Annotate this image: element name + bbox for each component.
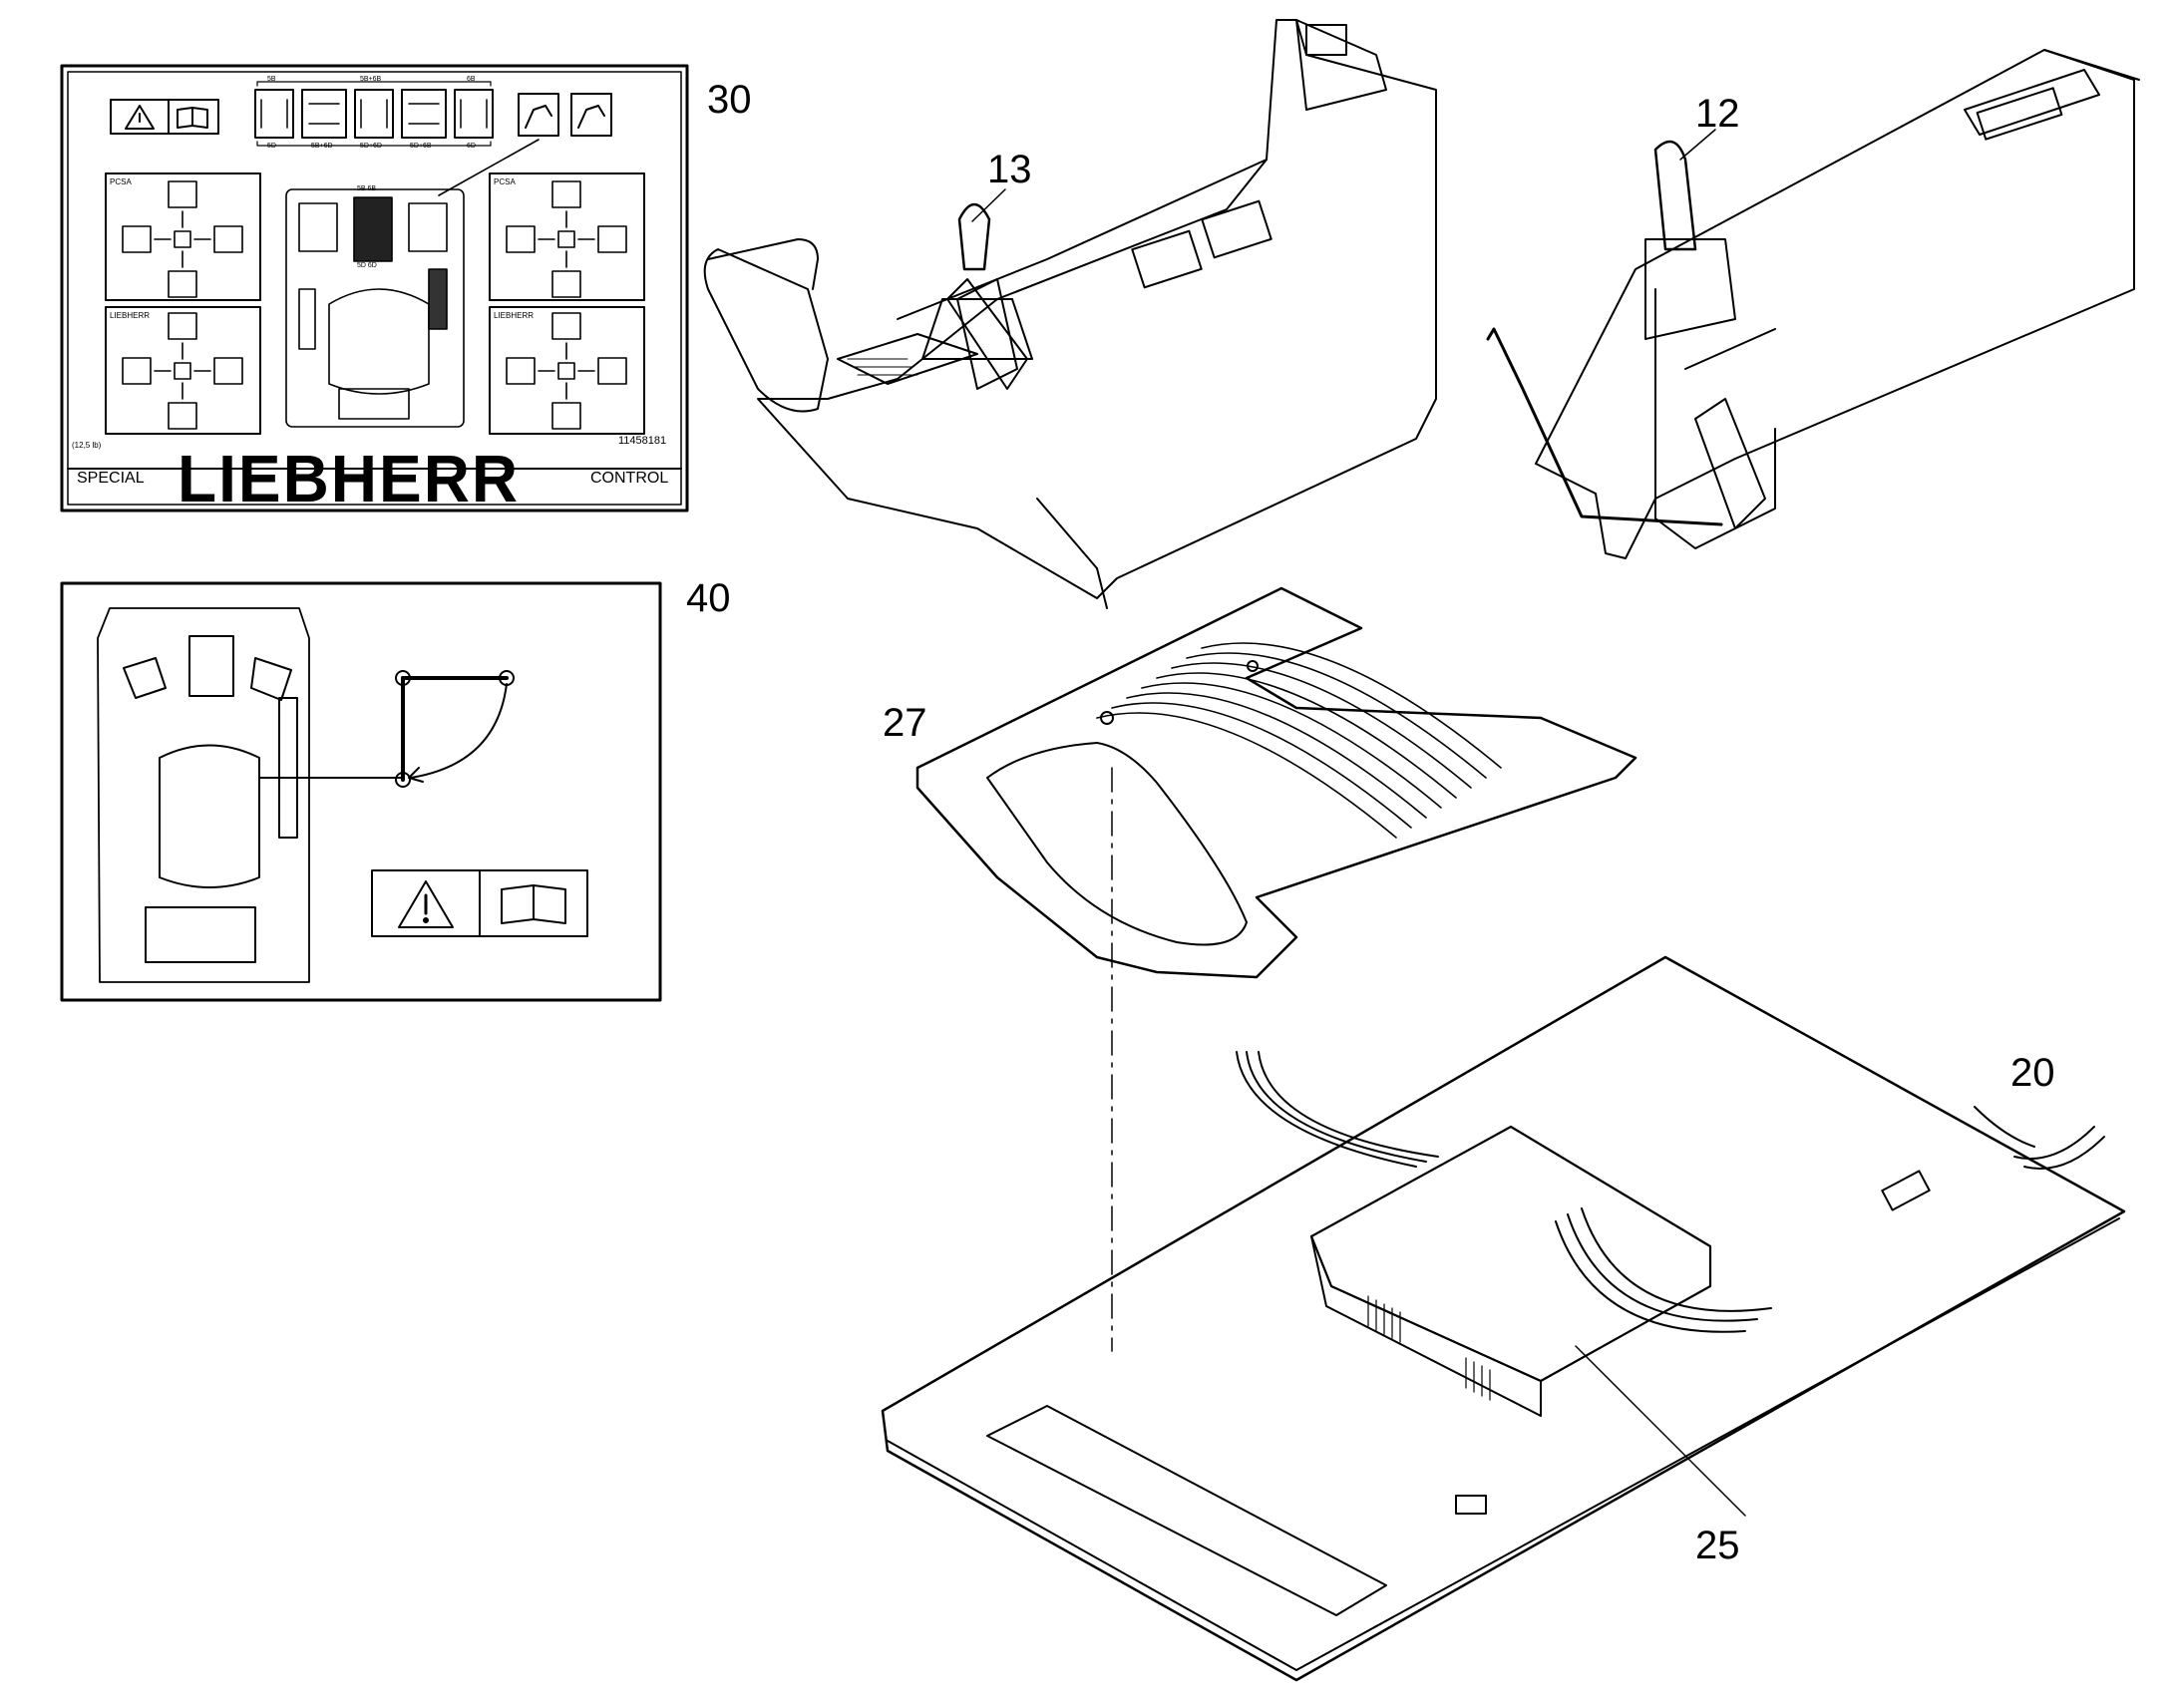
floor-mat-27 xyxy=(915,586,1637,979)
manual-book-icon xyxy=(168,99,219,135)
vent-slots xyxy=(1367,1295,1491,1401)
manual-book-icon xyxy=(479,869,588,937)
callout-25: 25 xyxy=(1695,1524,1740,1567)
liebherr-logo: LIEBHERR xyxy=(178,441,521,516)
right-console-12 xyxy=(1486,49,2140,559)
seat-label-bottom: 5D 6D xyxy=(357,262,377,269)
callout-12: 12 xyxy=(1695,92,1740,136)
size-note: (12,5 lb) xyxy=(72,441,102,450)
pattern-label-bottom-4: 6D xyxy=(467,143,476,150)
panel-label-liebherr-right: LIEBHERR xyxy=(494,311,535,320)
callout-20: 20 xyxy=(2010,1051,2055,1095)
cab-plan-view xyxy=(285,139,540,428)
joystick-pattern-diagrams xyxy=(122,180,627,430)
decal-40 xyxy=(60,581,662,1002)
warning-triangle-icon xyxy=(371,869,481,937)
grill-pattern xyxy=(847,358,918,376)
hoses xyxy=(1236,1051,2105,1333)
pattern-label-top-2: 6B xyxy=(467,76,476,83)
warning-triangle-icon xyxy=(110,99,170,135)
excavator-icon xyxy=(518,93,612,137)
control-pattern-strip xyxy=(254,81,494,147)
control-label: CONTROL xyxy=(590,470,669,487)
pattern-label-top-0: 5B xyxy=(267,76,276,83)
pattern-label-bottom-3: 5D+6B xyxy=(410,143,432,150)
callout-13: 13 xyxy=(987,148,1032,191)
panel-label-pcsa-right: PCSA xyxy=(494,177,516,186)
panel-label-liebherr-left: LIEBHERR xyxy=(110,311,151,320)
part-number: 11458181 xyxy=(618,435,667,447)
callout-27: 27 xyxy=(883,701,927,745)
pattern-label-bottom-2: 5D+6D xyxy=(360,143,382,150)
leader-lines xyxy=(971,129,1746,1517)
decal-30 xyxy=(60,64,689,512)
pattern-label-top-1: 5B+6B xyxy=(360,76,382,83)
pattern-label-bottom-1: 5B+6D xyxy=(311,143,333,150)
pattern-label-bottom-0: 5D xyxy=(267,143,276,150)
panel-label-pcsa-left: PCSA xyxy=(110,177,132,186)
floor-plate xyxy=(881,955,2126,1682)
callout-30: 30 xyxy=(707,78,752,122)
callout-40: 40 xyxy=(686,576,731,620)
special-label: SPECIAL xyxy=(77,470,145,487)
left-console-13 xyxy=(703,19,1437,609)
seat-label-top: 5B 6B xyxy=(357,185,377,192)
